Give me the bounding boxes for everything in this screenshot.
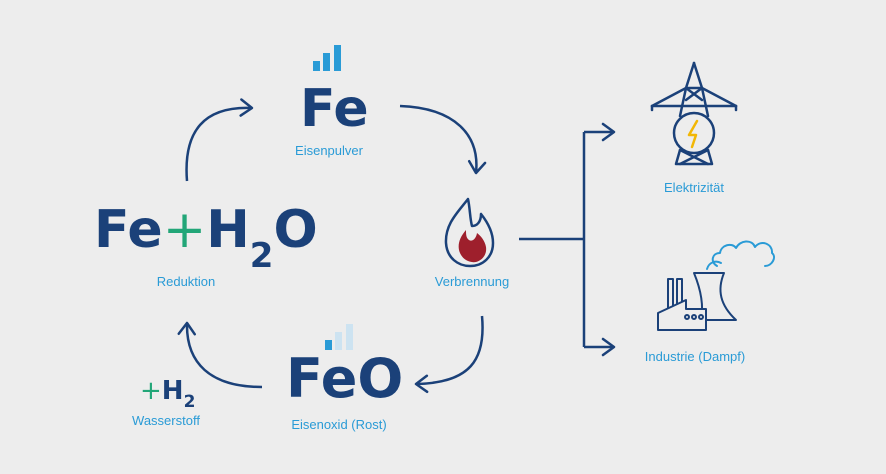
electricity-label: Elektrizität bbox=[664, 180, 724, 195]
fe-h2o-formula: Fe+H2O bbox=[94, 204, 318, 273]
signal-bars-full-icon bbox=[313, 45, 341, 71]
arrow-reduktion-to-fe bbox=[185, 98, 254, 182]
arrow-verbrennung-to-feo bbox=[414, 315, 484, 394]
fe-h2o-o: O bbox=[273, 200, 318, 260]
arrow-fe-to-verbrennung bbox=[399, 104, 487, 175]
fe-h2o-label: Reduktion bbox=[156, 274, 216, 289]
combustion-label: Verbrennung bbox=[434, 274, 510, 289]
fe-h2o-sub: 2 bbox=[249, 236, 274, 276]
hydrogen-h: H bbox=[161, 376, 184, 406]
industry-label: Industrie (Dampf) bbox=[644, 349, 746, 364]
feo-label: Eisenoxid (Rost) bbox=[291, 417, 387, 432]
output-branch-connector bbox=[519, 122, 616, 357]
flame-icon bbox=[444, 197, 495, 268]
factory-steam-icon bbox=[657, 240, 775, 331]
hydrogen-formula: +H2 bbox=[140, 376, 195, 411]
power-pylon-icon bbox=[650, 61, 738, 166]
hydrogen-sub: 2 bbox=[183, 392, 196, 412]
fe-h2o-fe: Fe bbox=[94, 200, 163, 260]
fe-label: Eisenpulver bbox=[295, 143, 363, 158]
feo-formula: FeO bbox=[286, 347, 404, 410]
fe-h2o-plus: + bbox=[162, 200, 207, 260]
fe-formula: Fe bbox=[300, 79, 369, 139]
fe-h2o-h: H bbox=[206, 200, 250, 260]
hydrogen-plus: + bbox=[140, 376, 162, 406]
hydrogen-label: Wasserstoff bbox=[132, 413, 200, 428]
signal-bars-low-icon bbox=[325, 324, 353, 350]
arrow-feo-to-reduktion bbox=[177, 321, 263, 389]
